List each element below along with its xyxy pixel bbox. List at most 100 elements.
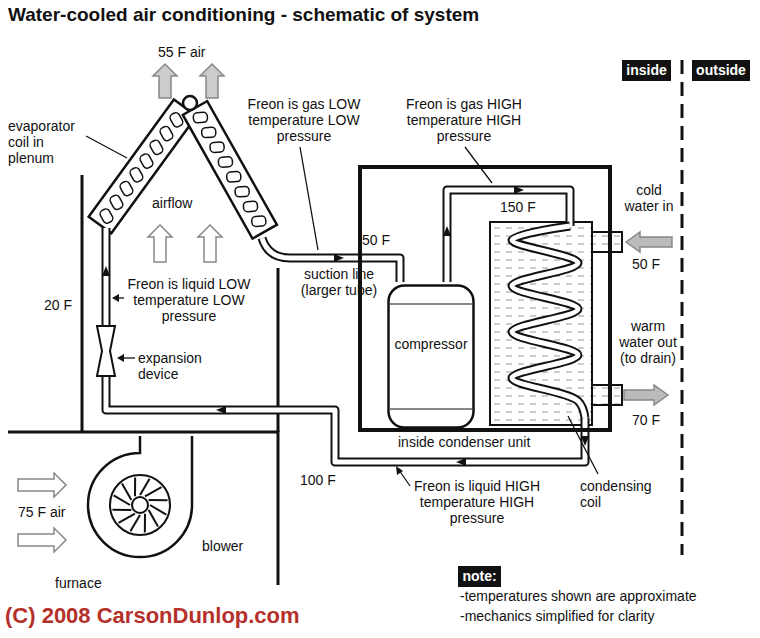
air-arrow — [200, 64, 224, 98]
blower-fan — [122, 484, 131, 500]
blower-fan — [149, 499, 168, 501]
leader-arrowhead — [112, 294, 119, 302]
compressor-tank: compressor — [387, 284, 475, 429]
node-text: inside — [626, 62, 666, 78]
callout-label: expansion device — [138, 350, 222, 382]
blower-fan — [112, 509, 131, 511]
evaporator-coil — [109, 194, 125, 211]
water-tank — [592, 385, 622, 405]
airflow-arrow — [148, 225, 172, 262]
refrigerant-pipe — [104, 228, 109, 326]
callout-label: -mechanics simplified for clarity — [460, 608, 655, 624]
air-arrow — [153, 64, 177, 98]
callout-label: 70 F — [632, 412, 660, 428]
blower-fan — [140, 479, 150, 495]
water-tank — [490, 222, 592, 425]
callout-label: furnace — [55, 575, 102, 591]
condensing-coil — [512, 226, 585, 418]
airflow-arrow — [18, 473, 66, 497]
water-arrow — [624, 385, 668, 405]
evaporator-coil — [251, 216, 266, 227]
plenum-wall — [8, 175, 278, 585]
callout-label: 50 F — [632, 256, 660, 272]
blower-fan — [149, 510, 158, 526]
evaporator-coil — [149, 139, 165, 156]
leader-line — [300, 147, 318, 250]
callout-label: Freon is gas HIGH temperature HIGH press… — [400, 96, 528, 144]
tag-box: outside — [692, 60, 750, 81]
condensing-coil — [512, 226, 585, 418]
blower-fan — [110, 475, 170, 535]
callout-label: airflow — [152, 195, 192, 211]
water-tank — [592, 232, 622, 252]
flow-arrow — [456, 458, 466, 466]
node-text: outside — [696, 62, 746, 78]
node-text: inside condenser unit — [398, 434, 644, 450]
callout-label: evaporator coil in plenum — [8, 118, 90, 166]
callout-label: 75 F air — [18, 504, 65, 520]
flow-arrow — [334, 254, 344, 262]
leader-line — [86, 136, 598, 486]
tag-box: inside — [622, 60, 671, 81]
diagram-title: Water-cooled air conditioning - schemati… — [8, 4, 479, 26]
evaporator-coil — [139, 153, 155, 170]
evaporator-coil — [243, 201, 258, 212]
airflow-arrow — [18, 528, 66, 552]
refrigerant-pipe — [447, 190, 570, 282]
blower-fan — [88, 436, 192, 557]
evaporator-coil — [226, 171, 241, 182]
blower-fan — [144, 514, 146, 533]
condenser-unit: inside condenser unitcompressor — [358, 165, 612, 432]
leader-arrowhead — [396, 466, 403, 475]
evaporator-coil — [119, 180, 135, 197]
outside-divider — [681, 60, 684, 555]
flow-arrow — [514, 186, 524, 194]
callout-label: Freon is liquid HIGH temperature HIGH pr… — [412, 478, 542, 526]
callout-label: suction line (larger tube) — [298, 266, 380, 298]
blower-fan — [150, 505, 166, 515]
callout-label: warm water out (to drain) — [618, 318, 678, 366]
flow-arrow — [443, 226, 451, 236]
plenum-wall — [81, 175, 84, 432]
plenum-wall — [8, 432, 278, 585]
evaporator-coil — [89, 99, 197, 233]
callout-label: 20 F — [44, 297, 72, 313]
callout-label: 55 F air — [158, 44, 205, 60]
callout-label: Freon is liquid LOW temperature LOW pres… — [126, 276, 252, 324]
leader-line — [568, 416, 598, 474]
tag-box: note: — [458, 566, 501, 587]
air-arrow — [153, 64, 224, 98]
evaporator-coil — [201, 127, 216, 138]
evaporator-coil — [99, 208, 115, 225]
airflow-arrow — [198, 225, 222, 262]
callout-label: -temperatures shown are approximate — [460, 588, 697, 604]
leader-arrowhead — [117, 354, 124, 362]
copyright-notice: (C) 2008 CarsonDunlop.com — [5, 603, 300, 628]
callout-label: 150 F — [500, 199, 536, 215]
evaporator-coil — [235, 186, 250, 197]
condensing-coil — [512, 226, 585, 418]
expansion-device — [97, 326, 115, 376]
callout-label: blower — [202, 538, 243, 554]
callout-label: 50 F — [362, 232, 390, 248]
refrigerant-pipe — [447, 190, 570, 282]
flow-arrow — [216, 406, 226, 414]
compressor-shape — [387, 284, 475, 429]
callout-label: condensing coil — [580, 478, 664, 510]
evaporator-coil — [218, 156, 233, 167]
callout-label: 100 F — [300, 472, 336, 488]
evaporator-coil — [210, 142, 225, 153]
evaporator-coil — [193, 112, 208, 123]
evaporator-coil — [159, 125, 175, 142]
blower-fan — [88, 436, 192, 557]
node-text: note: — [462, 568, 496, 584]
evaporator-coil — [169, 111, 185, 128]
water-arrow — [626, 232, 672, 252]
blower-fan — [114, 495, 130, 505]
node-text: compressor — [394, 336, 467, 352]
outside-divider — [681, 60, 684, 555]
evaporator-coil — [89, 99, 197, 233]
flow-arrow — [102, 266, 110, 276]
expansion-device — [97, 326, 115, 376]
evaporator-coil — [129, 166, 145, 183]
